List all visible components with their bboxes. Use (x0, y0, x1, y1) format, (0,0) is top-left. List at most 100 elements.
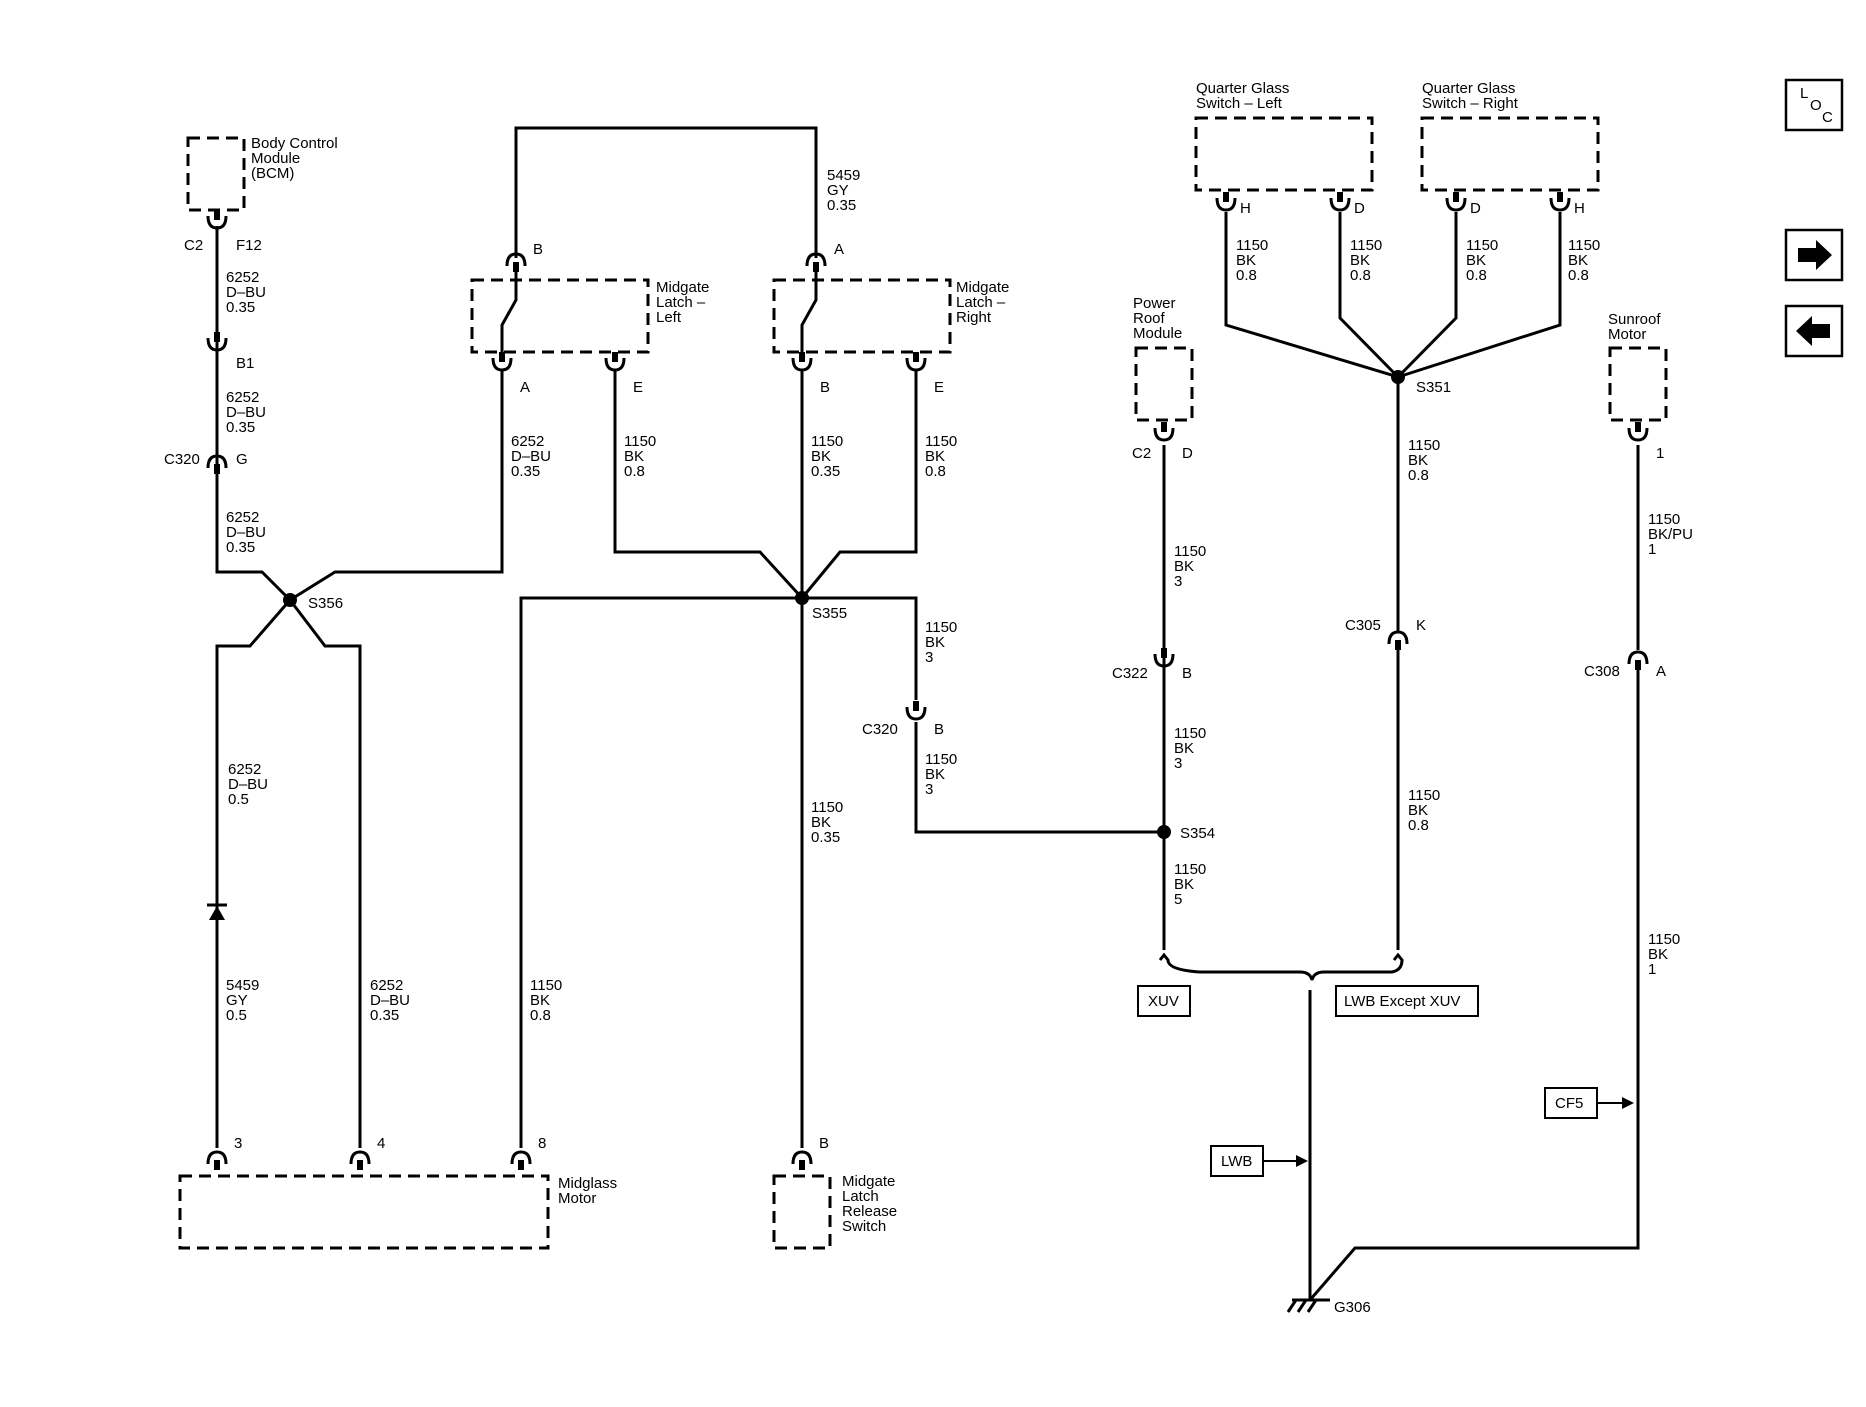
wire-qgl-h (1224, 212, 1399, 379)
conn-qgr-h (1549, 190, 1571, 212)
label-mlr-a: A (834, 241, 844, 258)
label-sunroof-pin: 1 (1656, 445, 1664, 462)
quarter-glass-right-box (1420, 116, 1600, 192)
splice-s356 (283, 593, 297, 607)
label-mrs-b: B (819, 1135, 829, 1152)
option-xuv-label: XUV (1148, 993, 1179, 1010)
label-mll-e: E (633, 379, 643, 396)
label-qgr-h: H (1574, 200, 1585, 217)
quarter-glass-left-label: Quarter Glass Switch – Left (1196, 80, 1294, 112)
option-lwb-label: LWB (1221, 1153, 1252, 1170)
wire-bcm-s356 (215, 226, 292, 602)
diode-icon (207, 903, 227, 920)
conn-c320-mid (905, 699, 927, 721)
label-prm-d: D (1182, 445, 1193, 462)
wire-c320-s354 (914, 722, 1164, 834)
label-b1: B1 (236, 355, 254, 372)
midgate-latch-left-box (470, 278, 650, 354)
conn-mll-a (491, 350, 513, 372)
sunroof-motor-label: Sunroof Motor (1608, 311, 1665, 343)
label-mll-b: B (533, 241, 543, 258)
label-prm-c2: C2 (1132, 445, 1151, 462)
label-c308: C308 (1584, 663, 1620, 680)
label-c322-pin: B (1182, 665, 1192, 682)
label-c320-mid: C320 (862, 721, 898, 738)
wire-qgr-h (1397, 212, 1562, 379)
wire-5459-top (514, 126, 818, 258)
ground-g306-label: G306 (1334, 1299, 1371, 1316)
switch-latch-right (800, 268, 818, 355)
arrow-left-icon (1796, 316, 1830, 346)
wire-qgr-d (1396, 212, 1458, 379)
conn-c308 (1627, 650, 1649, 672)
conn-mll-e (604, 350, 626, 372)
label-c308-pin: A (1656, 663, 1666, 680)
splice-s354 (1157, 825, 1171, 839)
midgate-latch-right-label: Midgate Latch – Right (956, 279, 1014, 326)
splices (283, 370, 1405, 839)
label-c320-mid-pin: B (934, 721, 944, 738)
loc-button[interactable]: L O C (1784, 78, 1844, 132)
wire-c308-ground (1308, 662, 1640, 1301)
conn-mlr-e (905, 350, 927, 372)
option-lwb-except-xuv-label: LWB Except XUV (1344, 993, 1460, 1010)
label-c305-pin: K (1416, 617, 1426, 634)
wire-s356-mm3 (215, 599, 292, 1148)
conn-qgl-h (1215, 190, 1237, 212)
conn-sunroof-1 (1627, 420, 1649, 442)
label-c320-top-pin: G (236, 451, 248, 468)
conn-bcm-c2 (206, 208, 228, 230)
option-lwb[interactable]: LWB (1210, 1145, 1308, 1177)
label-mlr-b: B (820, 379, 830, 396)
conn-qgr-d (1445, 190, 1467, 212)
label-c320-top: C320 (164, 451, 200, 468)
switch-latch-left (500, 268, 518, 355)
wire-mlr-e-s355 (800, 370, 918, 599)
forward-button[interactable] (1784, 228, 1844, 282)
wire-mm8-bus (519, 596, 918, 1148)
conn-mm-3 (206, 1150, 228, 1172)
sunroof-motor-box (1608, 346, 1668, 422)
conn-mm-8 (510, 1150, 532, 1172)
splice-s351-label: S351 (1416, 379, 1451, 396)
splice-s351 (1391, 370, 1405, 384)
option-lwb-except-xuv[interactable]: LWB Except XUV (1335, 985, 1479, 1017)
wires (215, 126, 1640, 1301)
back-button[interactable] (1784, 304, 1844, 358)
conn-prm-c2 (1153, 420, 1175, 442)
midgate-latch-right-box (772, 278, 952, 354)
ground-split (1158, 952, 1404, 981)
wire-mll-e-s355 (613, 370, 804, 600)
wire-s356-mm4 (288, 599, 362, 1148)
loc-letter-c: C (1822, 109, 1833, 126)
conn-mlr-b (791, 350, 813, 372)
label-mll-a: A (520, 379, 530, 396)
label-qgr-d: D (1470, 200, 1481, 217)
midgate-latch-left-label: Midgate Latch – Left (656, 279, 714, 326)
option-xuv[interactable]: XUV (1137, 985, 1191, 1017)
quarter-glass-right-label: Quarter Glass Switch – Right (1422, 80, 1520, 112)
bcm-label: Body Control Module (BCM) (251, 135, 342, 182)
loc-letter-l: L (1800, 85, 1808, 102)
midgate-release-switch-box (772, 1174, 832, 1250)
label-bcm-c2: C2 (184, 237, 203, 254)
splice-s355 (795, 591, 809, 605)
option-cf5[interactable]: CF5 (1544, 1087, 1634, 1119)
bcm-box (186, 136, 246, 212)
